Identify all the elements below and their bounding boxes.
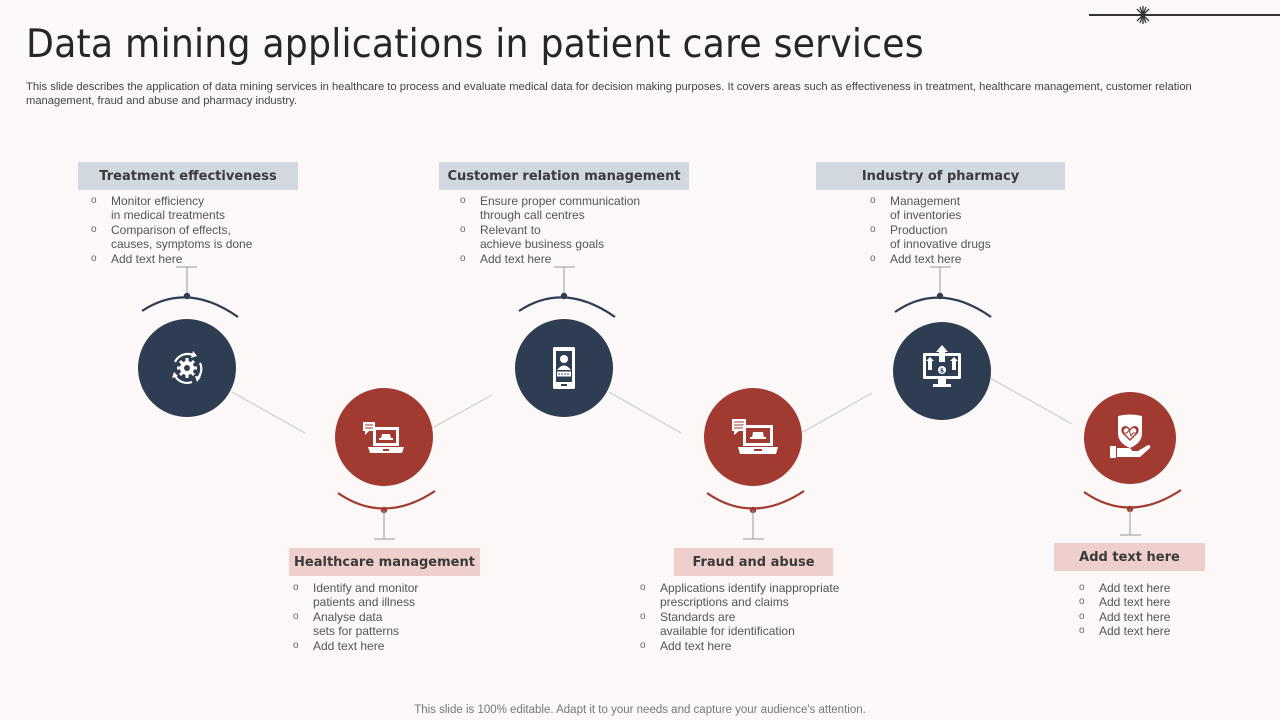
label-customer-relation-management: Customer relation management — [439, 162, 689, 190]
list-item: Add text here — [89, 252, 319, 267]
list-item: Ensure proper communication through call… — [458, 194, 698, 223]
connector-lines — [231, 377, 1073, 434]
list-item: Add text here — [458, 252, 698, 267]
hand-heart-shield-icon — [1110, 414, 1151, 458]
list-item: Add text here — [1077, 624, 1217, 639]
stem-crm — [554, 266, 575, 296]
label-industry-of-pharmacy: Industry of pharmacy — [816, 162, 1065, 190]
page-subtitle: This slide describes the application of … — [26, 81, 1192, 107]
list-item: Standards are available for identificati… — [638, 610, 878, 639]
list-item: Monitor efficiency in medical treatments — [89, 194, 319, 223]
list-treatment-effectiveness: Monitor efficiency in medical treatments… — [89, 194, 319, 266]
list-item: Add text here — [1077, 581, 1217, 596]
footer-note: This slide is 100% editable. Adapt it to… — [414, 704, 866, 716]
arc-healthcare — [337, 490, 436, 510]
arc-addtext — [1083, 489, 1182, 509]
laptop-spy-icon — [363, 422, 404, 453]
list-fraud-and-abuse: Applications identify inappropriate pres… — [638, 581, 878, 653]
laptop-spy-icon — [732, 419, 778, 454]
arc-pharmacy — [894, 296, 992, 318]
stem-pharmacy — [930, 266, 951, 296]
arc-treatment — [141, 296, 239, 318]
gear-cycle-icon — [172, 351, 203, 384]
list-item: Add text here — [868, 252, 1068, 267]
list-item: Identify and monitor patients and illnes… — [291, 581, 491, 610]
arc-crm — [518, 296, 616, 318]
list-item: Comparison of effects, causes, symptoms … — [89, 223, 319, 252]
list-item: Add text here — [1077, 610, 1217, 625]
arc-fraud — [706, 490, 805, 510]
list-industry-of-pharmacy: Management of inventories Production of … — [868, 194, 1068, 266]
list-item: Relevant to achieve business goals — [458, 223, 698, 252]
list-item: Add text here — [1077, 595, 1217, 610]
list-item: Analyse data sets for patterns — [291, 610, 491, 639]
page-title: Data mining applications in patient care… — [26, 22, 924, 67]
list-item: Applications identify inappropriate pres… — [638, 581, 878, 610]
list-add-text-here: Add text here Add text here Add text her… — [1077, 581, 1217, 639]
label-fraud-and-abuse: Fraud and abuse — [674, 548, 833, 576]
list-item: Production of innovative drugs — [868, 223, 1068, 252]
list-healthcare-management: Identify and monitor patients and illnes… — [291, 581, 491, 653]
list-customer-relation-management: Ensure proper communication through call… — [458, 194, 698, 266]
mobile-user-icon — [553, 347, 575, 389]
list-item: Add text here — [291, 639, 491, 654]
monitor-growth-icon: $ — [923, 345, 961, 387]
label-treatment-effectiveness: Treatment effectiveness — [78, 162, 298, 190]
label-healthcare-management: Healthcare management — [289, 548, 480, 576]
list-item: Add text here — [638, 639, 878, 654]
svg-text:$: $ — [940, 368, 944, 375]
stem-treatment — [176, 266, 197, 296]
decorative-star-line-icon — [1089, 6, 1280, 24]
list-item: Management of inventories — [868, 194, 1068, 223]
label-add-text-here: Add text here — [1054, 543, 1205, 571]
